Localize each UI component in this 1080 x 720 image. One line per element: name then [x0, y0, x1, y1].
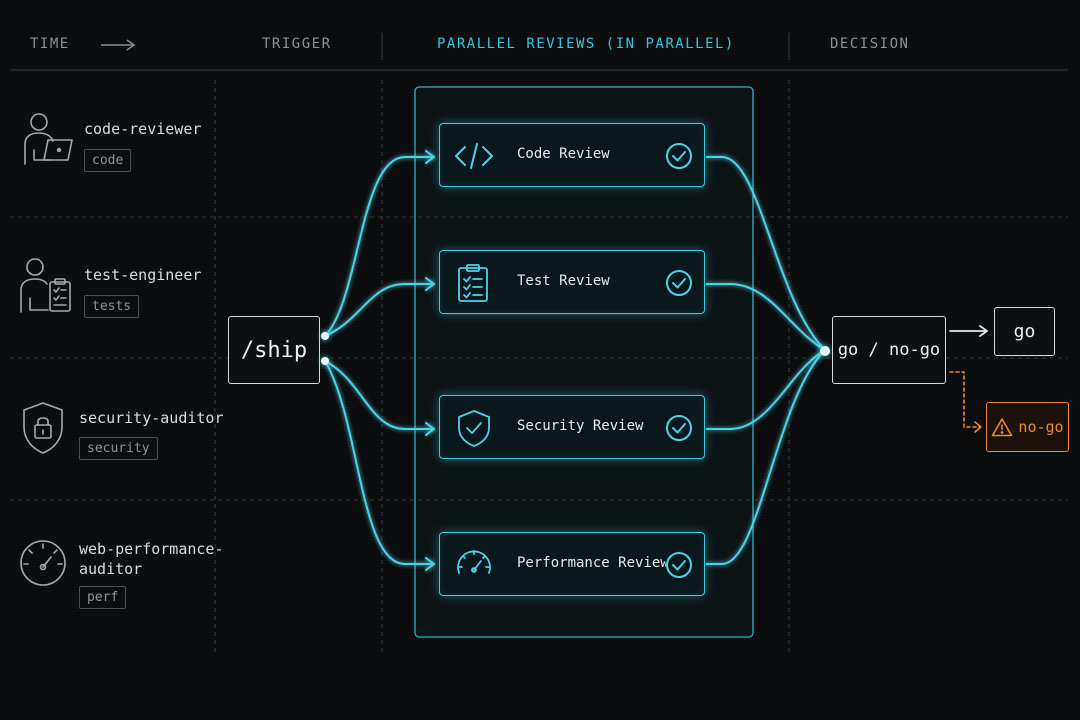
- fanout-connectors: [324, 156, 433, 565]
- go-arrow: [949, 325, 988, 337]
- shield-lock-icon: [23, 402, 63, 454]
- speedometer-icon: [20, 540, 66, 586]
- agent-name-web-performance-auditor-line1: web-performance-: [79, 540, 224, 558]
- agent-name-web-performance-auditor-line2: auditor: [79, 560, 143, 578]
- go-outcome-label: go: [1013, 321, 1036, 342]
- shield-check-icon: [458, 410, 490, 447]
- header-parallel-reviews: PARALLEL REVIEWS (IN PARALLEL): [437, 36, 735, 52]
- header-time: TIME: [30, 36, 70, 52]
- fanout-arrowheads: [425, 150, 435, 571]
- review-label-performance: Performance Review: [517, 555, 669, 571]
- fanin-port: [820, 346, 830, 356]
- fanout-port-top: [321, 332, 329, 340]
- ship-trigger-label: /ship: [240, 337, 308, 363]
- agent-tag-security: security: [79, 437, 158, 460]
- engineer-clipboard-icon: [20, 258, 71, 313]
- go-outcome-node[interactable]: go: [994, 307, 1055, 356]
- code-brackets-icon: [455, 143, 493, 169]
- fanin-connectors: [706, 156, 826, 565]
- check-circle-icon: [666, 143, 692, 169]
- review-card-test[interactable]: Test Review: [439, 250, 705, 314]
- fanout-port-bottom: [321, 357, 329, 365]
- agent-name-test-engineer: test-engineer: [84, 266, 202, 284]
- review-label-code: Code Review: [517, 146, 610, 162]
- developer-laptop-icon: [24, 113, 73, 165]
- header-trigger: TRIGGER: [262, 36, 332, 52]
- review-card-performance[interactable]: Performance Review: [439, 532, 705, 596]
- nogo-outcome-node[interactable]: no-go: [986, 402, 1069, 452]
- agent-tag-tests: tests: [84, 295, 140, 318]
- gauge-icon: [457, 550, 491, 574]
- agent-name-code-reviewer: code-reviewer: [84, 120, 202, 138]
- nogo-outcome-label: no-go: [1018, 418, 1064, 436]
- parallel-panel: [414, 86, 754, 638]
- review-label-test: Test Review: [517, 273, 610, 289]
- check-circle-icon: [666, 270, 692, 296]
- agent-tag-perf: perf: [79, 586, 127, 609]
- ship-trigger-node[interactable]: /ship: [228, 316, 320, 384]
- checklist-icon: [458, 264, 488, 302]
- nogo-arrow: [949, 371, 982, 433]
- review-card-security[interactable]: Security Review: [439, 395, 705, 459]
- check-circle-icon: [666, 552, 692, 578]
- agent-tag-code: code: [84, 149, 132, 172]
- decision-label: go / no-go: [837, 340, 941, 360]
- check-circle-icon: [666, 415, 692, 441]
- decision-node[interactable]: go / no-go: [832, 316, 946, 384]
- time-arrow-icon: [101, 39, 136, 51]
- review-label-security: Security Review: [517, 418, 644, 434]
- review-card-code[interactable]: Code Review: [439, 123, 705, 187]
- agent-name-security-auditor: security-auditor: [79, 409, 224, 427]
- warning-triangle-icon: [992, 418, 1013, 437]
- header-decision: DECISION: [830, 36, 910, 52]
